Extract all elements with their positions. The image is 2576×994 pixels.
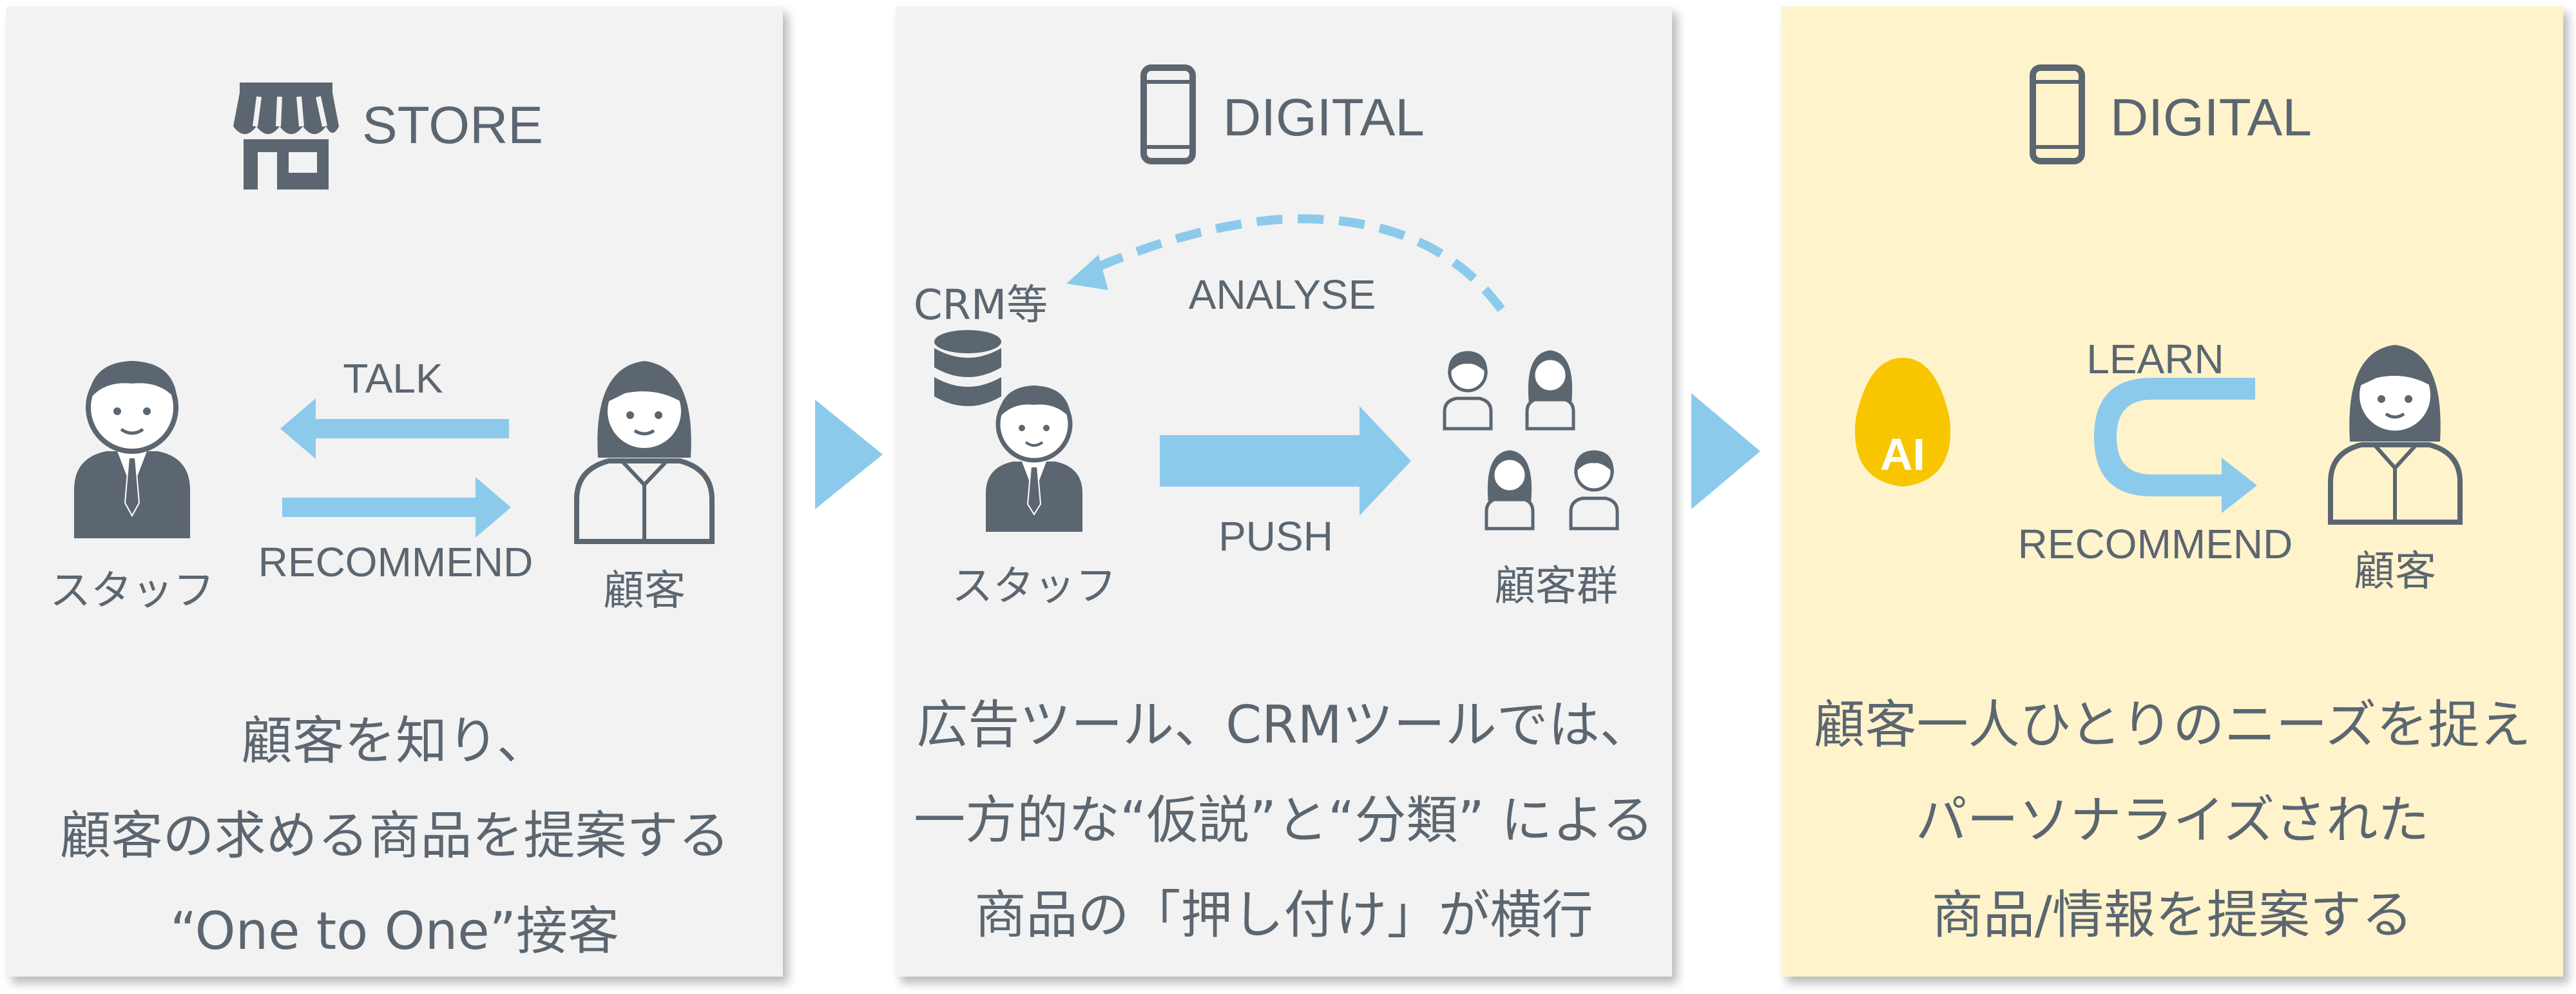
staff-label: スタッフ <box>952 563 1117 610</box>
crm-label: CRM等 <box>913 282 1048 329</box>
smartphone-icon <box>2030 64 2085 164</box>
panel-digital: DIGITAL CRM等 ANALYSE PUSH スタッフ 顧客群 広告ツール… <box>896 6 1672 977</box>
customer-label: 顧客 <box>2354 548 2436 596</box>
push-label: PUSH <box>1218 513 1333 560</box>
customer-group-icon <box>1443 350 1619 531</box>
caption-line-1: 顧客一人ひとりのニーズを捉え <box>1813 695 2532 755</box>
woman-icon <box>2328 345 2463 525</box>
ai-badge-label: AI <box>1880 429 1925 480</box>
caption-line-2: 顧客の求める商品を提案する <box>59 806 730 866</box>
push-arrow <box>1160 406 1411 516</box>
panel-store: STORE TALK RECOMMEND スタッフ 顧客 顧客を知り、 顧客の求… <box>6 6 783 977</box>
ai-egg-icon <box>1854 358 1951 487</box>
learn-recommend-arrow <box>2094 378 2257 513</box>
database-icon <box>934 330 1001 406</box>
digital-heading: DIGITAL <box>1223 88 1425 147</box>
businessman-icon <box>74 361 190 538</box>
caption-line-2: 一方的な“仮説”と“分類” による <box>914 790 1654 850</box>
customer-label: 顧客 <box>603 567 686 615</box>
woman-small-icon <box>1485 450 1535 531</box>
recommend-label: RECOMMEND <box>2017 521 2293 567</box>
businessman-icon <box>986 385 1082 532</box>
caption-line-1: 顧客を知り、 <box>241 711 548 771</box>
chevron-right-icon <box>815 400 883 509</box>
learn-label: LEARN <box>2086 336 2224 382</box>
ai-graphics <box>1854 64 2463 525</box>
caption-line-3: 商品/情報を提案する <box>1932 885 2413 945</box>
recommend-arrow <box>282 477 511 538</box>
recommend-label: RECOMMEND <box>258 539 533 585</box>
smartphone-icon <box>1140 64 1196 164</box>
caption-line-1: 広告ツール、CRMツールでは、 <box>916 695 1651 755</box>
woman-small-icon <box>1525 350 1575 431</box>
ai-panel-heading: DIGITAL <box>2110 88 2312 147</box>
caption-line-2: パーソナライズされた <box>1915 790 2430 850</box>
analyse-label: ANALYSE <box>1188 271 1376 318</box>
man-small-icon <box>1569 450 1619 531</box>
store-heading: STORE <box>362 96 543 155</box>
digital-graphics <box>934 64 1619 532</box>
talk-arrow <box>280 398 509 459</box>
caption-line-3: 商品の「押し付け」が横行 <box>974 885 1593 945</box>
customers-label: 顧客群 <box>1494 563 1618 610</box>
man-small-icon <box>1443 351 1493 431</box>
panel-ai: DIGITAL AI LEARN RECOMMEND 顧客 顧客一人ひとりのニー… <box>1782 6 2563 977</box>
caption-line-3: “One to One”接客 <box>170 901 619 961</box>
staff-label: スタッフ <box>50 567 215 615</box>
store-graphics <box>74 83 715 544</box>
chevron-right-icon <box>1691 393 1760 509</box>
storefront-icon <box>233 83 339 190</box>
woman-icon <box>574 361 715 544</box>
analyse-arrow <box>1066 214 1505 313</box>
talk-label: TALK <box>343 355 443 402</box>
